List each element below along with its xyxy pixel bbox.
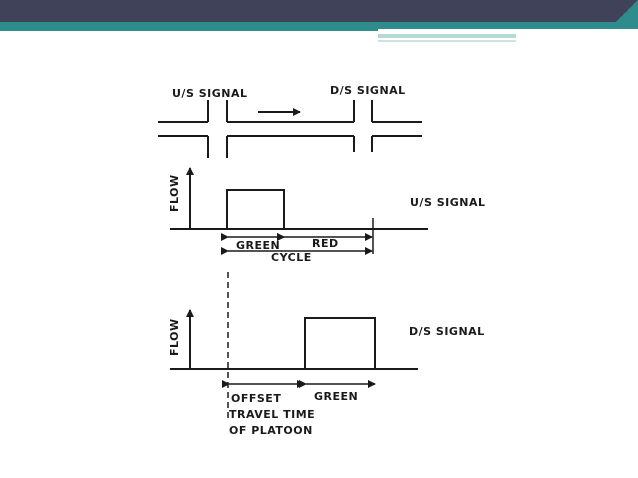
flow-axis-label-top: FLOW <box>168 174 181 212</box>
cycle-label: CYCLE <box>271 251 312 264</box>
offset-label: OFFSET <box>231 392 281 405</box>
us-signal-label: U/S SIGNAL <box>172 87 247 100</box>
green-label-bottom: GREEN <box>314 390 358 403</box>
red-label: RED <box>312 237 339 250</box>
flow-axis-label-bottom: FLOW <box>168 318 181 356</box>
header-bar <box>0 0 616 22</box>
of-platoon-label: OF PLATOON <box>229 424 313 437</box>
ds-signal-label: D/S SIGNAL <box>330 84 406 97</box>
road-network <box>158 100 422 158</box>
header-accent-line-right-thin <box>378 40 516 42</box>
header-accent-line-right <box>378 34 516 38</box>
travel-time-label: TRAVEL TIME <box>229 408 315 421</box>
us-green-pulse <box>226 189 285 229</box>
us-signal-right-label: U/S SIGNAL <box>410 196 485 209</box>
header-accent-line <box>0 29 378 31</box>
header-accent-stripe <box>0 22 638 29</box>
ds-signal-right-label: D/S SIGNAL <box>409 325 485 338</box>
ds-green-pulse <box>304 317 376 369</box>
header-bar-tip <box>616 0 638 22</box>
cycle-label-bg <box>268 252 314 262</box>
